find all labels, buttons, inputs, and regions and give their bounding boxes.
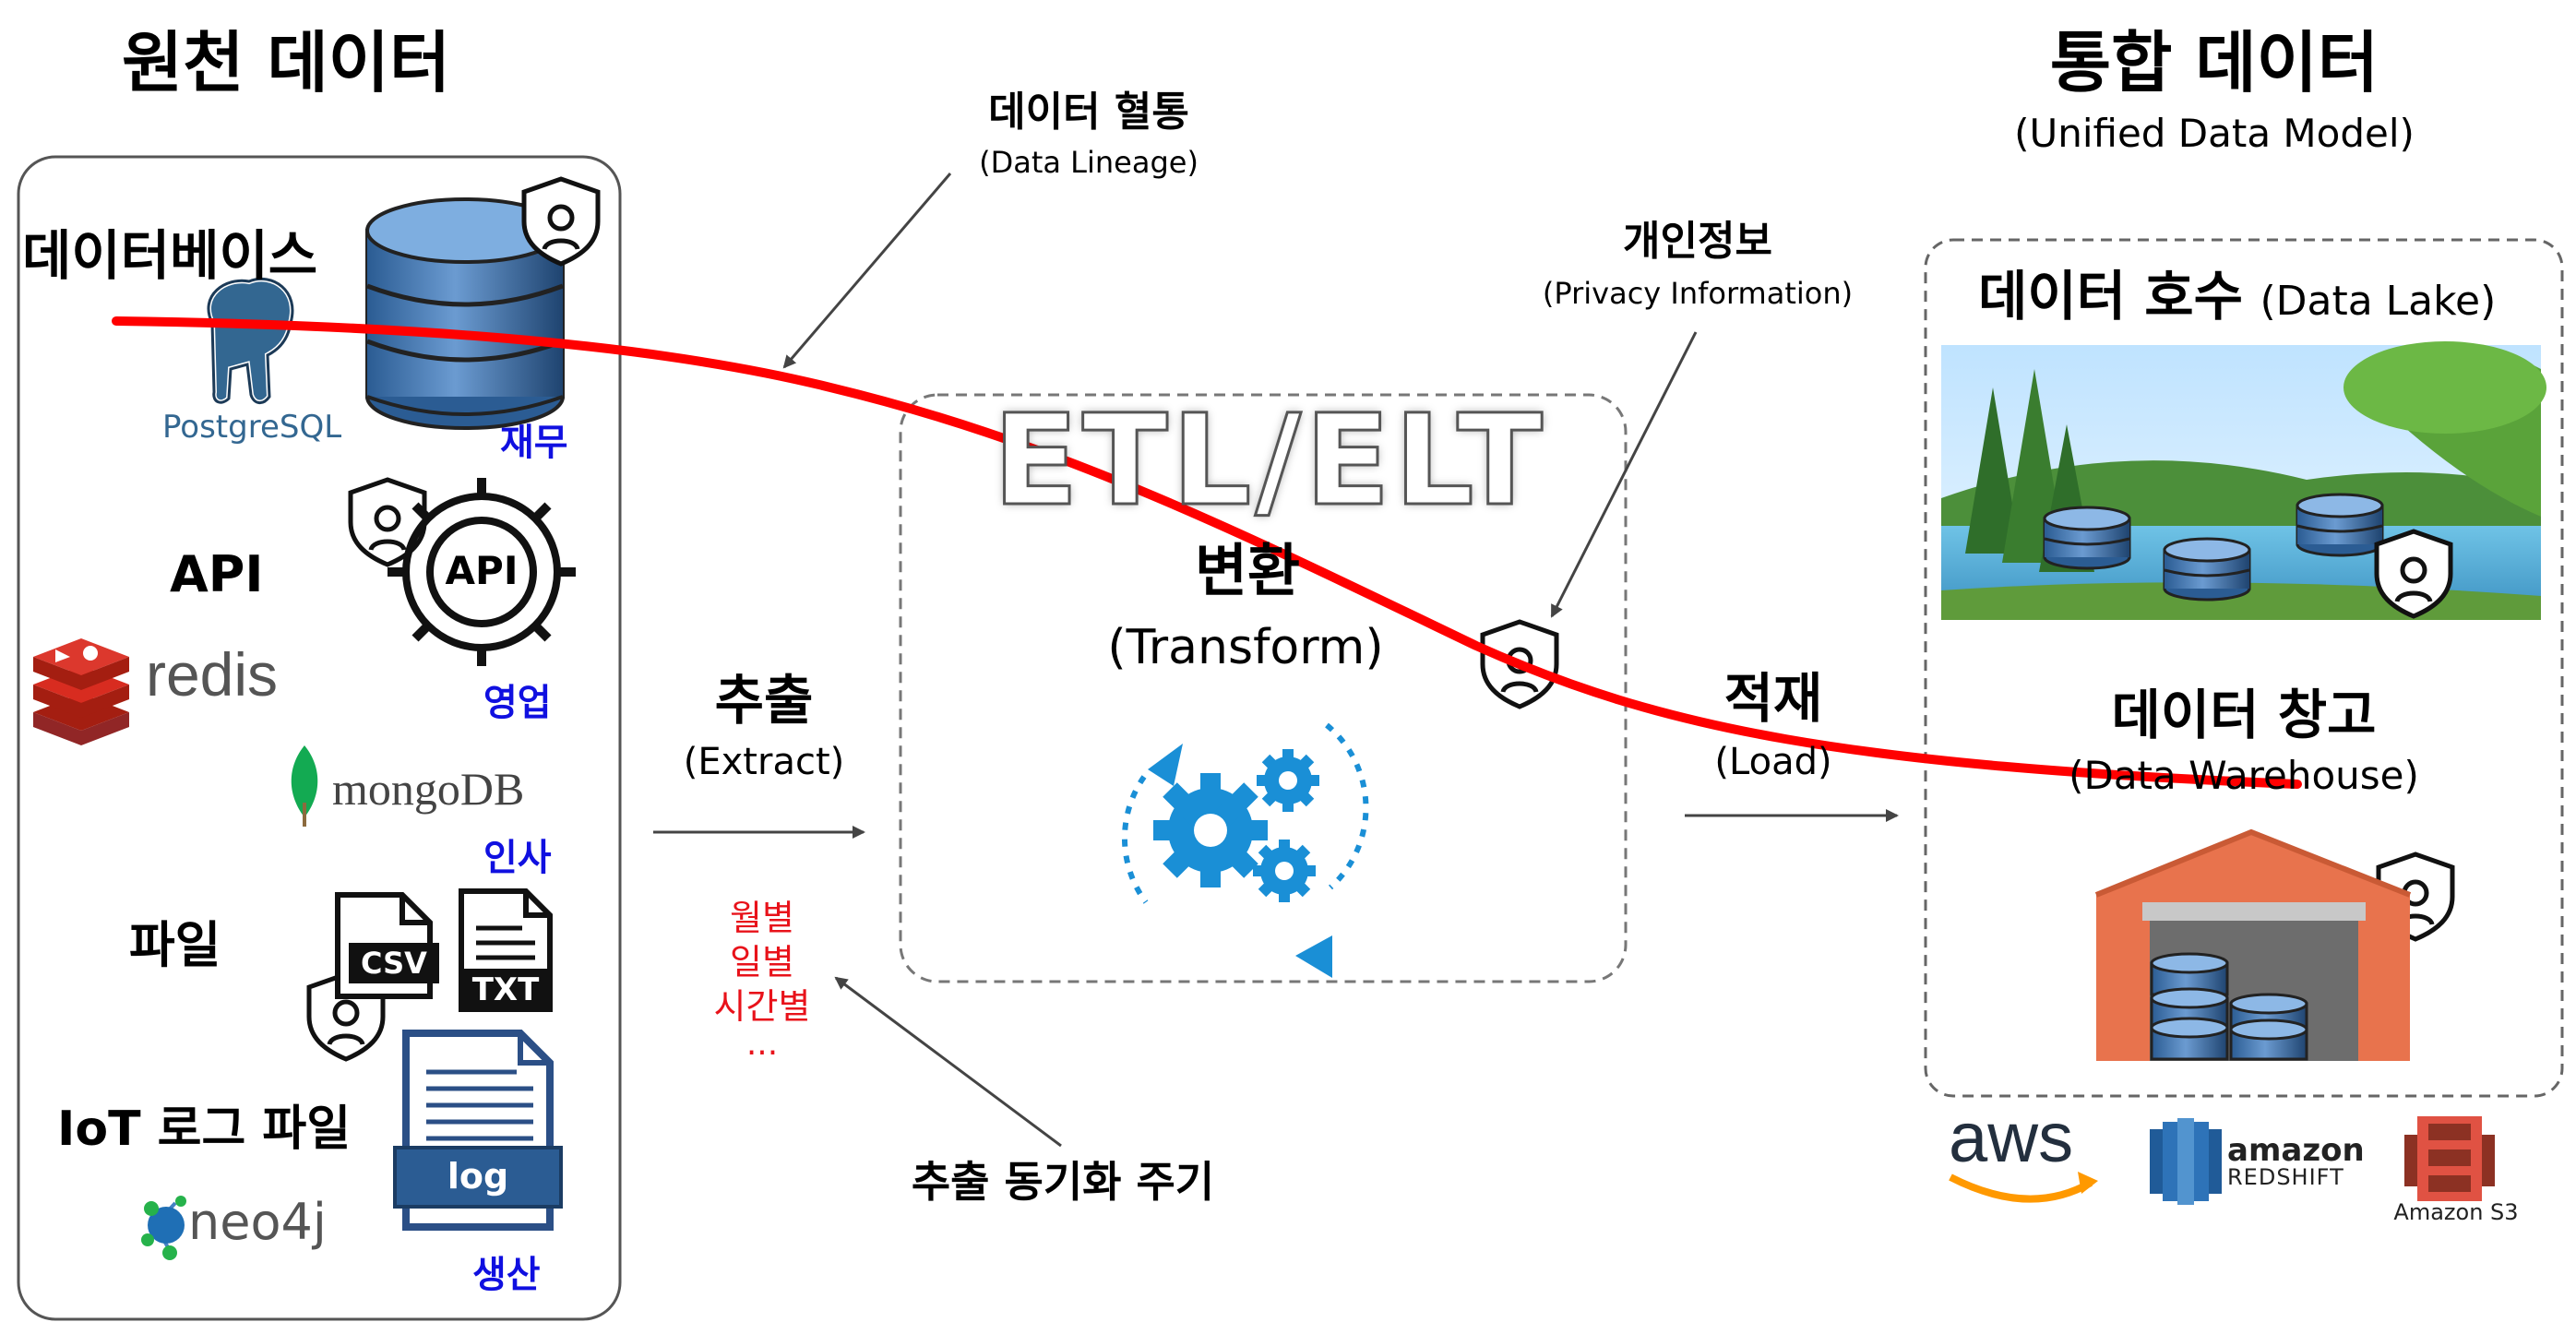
redis-icon — [33, 638, 129, 745]
data-lake-title-ko: 데이터 호수 — [1978, 265, 2243, 328]
data-warehouse-subtitle: (Data Warehouse) — [2069, 753, 2419, 798]
redshift-logo-bottom: REDSHIFT — [2227, 1164, 2344, 1190]
cycle-monthly: 월별 — [730, 898, 794, 938]
target-box — [1924, 238, 2564, 1098]
log-file-icon — [393, 1030, 563, 1231]
neo4j-icon — [141, 1196, 186, 1260]
database-label: 데이터베이스 — [22, 224, 318, 287]
extract-subtitle: (Extract) — [683, 741, 845, 783]
txt-icon-text: TXT — [471, 971, 540, 1008]
privacy-subtitle: (Privacy Information) — [1542, 276, 1854, 311]
iot-log-label: IoT 로그 파일 — [57, 1102, 352, 1157]
finance-label: 재무 — [500, 422, 568, 464]
source-title: 원천 데이터 — [122, 24, 451, 101]
data-lake-title: 데이터 호수 (Data Lake) — [1978, 269, 2496, 323]
postgresql-logo-text: PostgreSQL — [162, 409, 342, 446]
neo4j-logo-text: neo4j — [188, 1193, 327, 1251]
postgresql-icon — [206, 276, 295, 406]
lineage-subtitle: (Data Lineage) — [979, 145, 1199, 180]
csv-file-icon — [335, 892, 439, 999]
s3-icon — [2404, 1116, 2495, 1201]
extract-title: 추출 — [714, 669, 814, 732]
redshift-icon — [2150, 1118, 2222, 1205]
warehouse-icon — [2094, 828, 2412, 1061]
s3-label: Amazon S3 — [2393, 1199, 2519, 1225]
database-icon — [365, 197, 565, 430]
transform-subtitle: (Transform) — [1107, 620, 1384, 675]
transform-gears-icon — [1121, 722, 1369, 978]
source-box — [17, 155, 622, 1321]
aws-logo-text: aws — [1949, 1099, 2074, 1177]
lake-database-icons — [2043, 493, 2384, 601]
transform-title: 변환 — [1194, 537, 1301, 604]
load-title: 적재 — [1723, 667, 1823, 730]
shield-icon-lake — [2374, 529, 2453, 619]
sync-arrow — [834, 976, 1062, 1148]
lineage-arrow — [782, 173, 952, 369]
redis-logo-text: redis — [146, 640, 279, 709]
hr-label: 인사 — [483, 837, 552, 879]
target-subtitle: (Unified Data Model) — [2014, 111, 2415, 156]
lineage-title: 데이터 혈통 — [988, 89, 1189, 136]
mongodb-logo-text: mongoDB — [332, 763, 525, 815]
redshift-logo-top: amazon — [2227, 1132, 2365, 1169]
aws-smile-icon — [1949, 1173, 2093, 1203]
production-label: 생산 — [472, 1254, 541, 1296]
file-label: 파일 — [129, 916, 221, 974]
mongodb-leaf-icon — [291, 745, 318, 827]
privacy-title: 개인정보 — [1623, 218, 1772, 265]
shield-icon-database — [521, 176, 601, 267]
cycle-more: ... — [745, 1025, 779, 1063]
target-title: 통합 데이터 — [2049, 24, 2379, 101]
cycle-hourly: 시간별 — [713, 986, 811, 1027]
sync-cycle-label: 추출 동기화 주기 — [911, 1157, 1215, 1207]
data-lake-subtitle: (Data Lake) — [2260, 278, 2497, 325]
sales-label: 영업 — [483, 682, 552, 724]
load-subtitle: (Load) — [1714, 741, 1832, 783]
api-label: API — [170, 545, 264, 603]
api-gear-icon — [388, 478, 576, 666]
data-warehouse-title: 데이터 창고 — [2111, 684, 2377, 746]
cycle-daily: 일별 — [730, 942, 794, 983]
data-lineage-line — [112, 316, 2302, 789]
etl-box — [899, 393, 1628, 983]
log-icon-text: log — [447, 1156, 509, 1197]
txt-file-icon — [459, 888, 553, 1012]
privacy-arrow — [1550, 331, 1698, 618]
api-icon-text: API — [445, 548, 519, 593]
csv-icon-text: CSV — [361, 946, 427, 981]
etl-elt-title: ETL/ELT — [992, 388, 1546, 534]
shield-icon-api — [348, 477, 427, 567]
